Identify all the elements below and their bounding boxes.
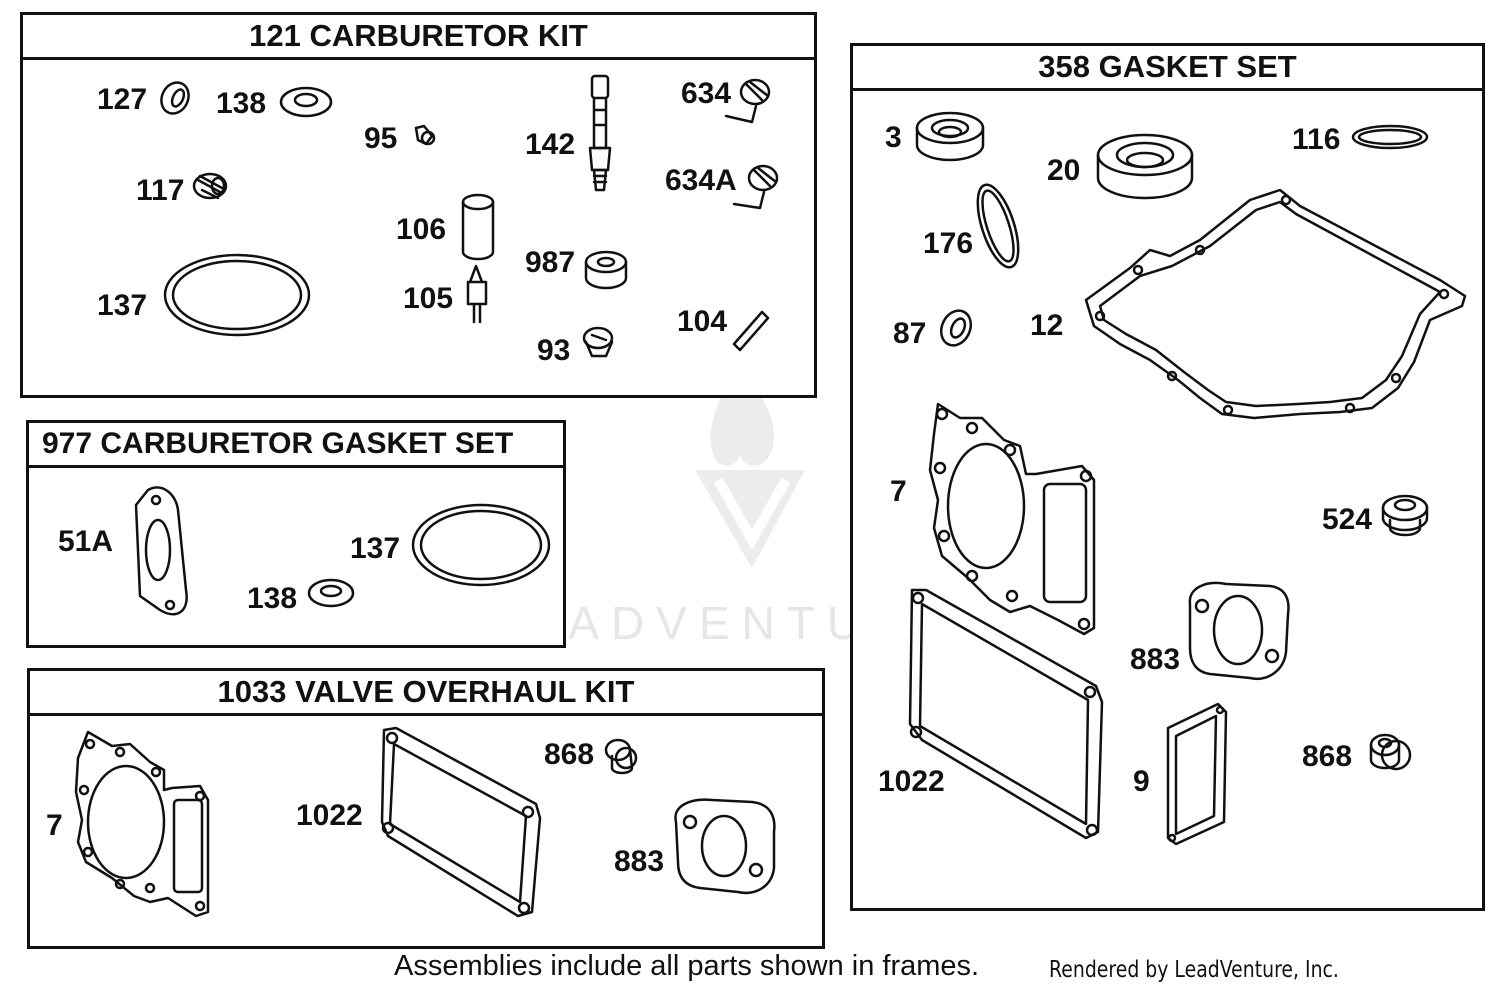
part-label: 987 xyxy=(525,246,576,279)
part-868-valve-seal-icon-2 xyxy=(1369,733,1412,771)
part-3-oil-seal-icon xyxy=(915,111,985,162)
part-138-washer-icon xyxy=(279,86,333,118)
part-9-breather-gasket-icon xyxy=(1166,702,1228,846)
part-1022-rocker-cover-gasket-icon xyxy=(380,726,542,918)
part-138-washer-icon-2 xyxy=(307,578,355,608)
part-label: 868 xyxy=(1302,740,1353,773)
frame-title-carburetor-gasket-set: 977 CARBURETOR GASKET SET xyxy=(29,423,566,468)
part-label: 1022 xyxy=(878,765,945,798)
part-176-o-ring-icon xyxy=(976,183,1020,269)
part-label: 12 xyxy=(1030,309,1064,342)
part-20-oil-seal-icon xyxy=(1096,133,1194,200)
part-label: 117 xyxy=(136,174,185,207)
part-7-head-gasket-icon-2 xyxy=(928,402,1096,636)
part-87-seal-icon xyxy=(939,309,973,347)
part-label: 7 xyxy=(890,475,907,508)
part-634a-spring-icon xyxy=(732,164,779,210)
part-106-float-bowl-icon xyxy=(461,193,495,261)
part-label: 95 xyxy=(364,122,398,155)
part-label: 106 xyxy=(396,213,447,246)
footer-note: Assemblies include all parts shown in fr… xyxy=(394,950,980,982)
part-label: 524 xyxy=(1322,503,1373,536)
frame-title-valve-overhaul-kit: 1033 VALVE OVERHAUL KIT xyxy=(30,671,822,716)
part-1022-rocker-cover-gasket-icon-2 xyxy=(908,588,1104,840)
part-883-intake-gasket-icon xyxy=(674,798,776,895)
part-label: 93 xyxy=(537,334,571,367)
part-label: 105 xyxy=(403,282,454,315)
part-label: 87 xyxy=(893,317,927,350)
part-93-jet-icon xyxy=(582,326,614,358)
frame-carburetor-kit: 121 CARBURETOR KIT xyxy=(20,12,817,398)
part-868-valve-seal-icon xyxy=(604,738,638,775)
part-137-o-ring-icon-2 xyxy=(411,503,551,587)
part-label: 9 xyxy=(1133,765,1150,798)
footer-credit: Rendered by LeadVenture, Inc. xyxy=(1049,957,1339,983)
part-634-spring-icon xyxy=(724,78,771,124)
part-51a-gasket-icon xyxy=(134,486,188,616)
frame-title-carburetor-kit: 121 CARBURETOR KIT xyxy=(23,15,814,60)
part-label: 116 xyxy=(1292,123,1341,156)
part-142-emulsion-tube-icon xyxy=(588,74,612,192)
part-label: 1022 xyxy=(296,799,363,832)
part-883-intake-gasket-icon-2 xyxy=(1188,581,1290,681)
part-95-screw-icon xyxy=(414,124,436,146)
part-label: 3 xyxy=(885,121,902,154)
part-12-crankcase-gasket-icon xyxy=(1084,188,1467,420)
part-104-pin-icon xyxy=(732,310,770,352)
part-label: 883 xyxy=(1130,643,1181,676)
part-label: 7 xyxy=(46,809,63,842)
part-label: 883 xyxy=(614,845,665,878)
frame-valve-overhaul-kit: 1033 VALVE OVERHAUL KIT xyxy=(27,668,825,949)
part-label: 51A xyxy=(58,525,114,558)
part-label: 137 xyxy=(97,289,148,322)
part-127-washer-icon xyxy=(160,81,190,115)
part-label: 127 xyxy=(97,83,148,116)
part-label: 137 xyxy=(350,532,401,565)
part-117-spring-icon xyxy=(192,172,228,200)
frame-carburetor-gasket-set: 977 CARBURETOR GASKET SET xyxy=(26,420,566,648)
part-label: 138 xyxy=(216,87,267,120)
part-label: 20 xyxy=(1047,154,1081,187)
part-label: 868 xyxy=(544,738,595,771)
frame-title-gasket-set: 358 GASKET SET xyxy=(853,46,1482,91)
part-label: 634A xyxy=(665,164,737,197)
part-label: 138 xyxy=(247,582,298,615)
part-label: 104 xyxy=(677,305,728,338)
part-7-head-gasket-icon xyxy=(74,730,210,918)
part-524-plug-icon xyxy=(1381,494,1429,537)
part-label: 176 xyxy=(923,227,974,260)
part-label: 634 xyxy=(681,77,732,110)
part-987-washer-icon xyxy=(584,250,628,290)
part-105-needle-valve-icon xyxy=(466,264,488,324)
part-label: 142 xyxy=(525,128,576,161)
part-137-o-ring-icon xyxy=(163,253,311,337)
part-116-o-ring-icon xyxy=(1351,124,1429,150)
